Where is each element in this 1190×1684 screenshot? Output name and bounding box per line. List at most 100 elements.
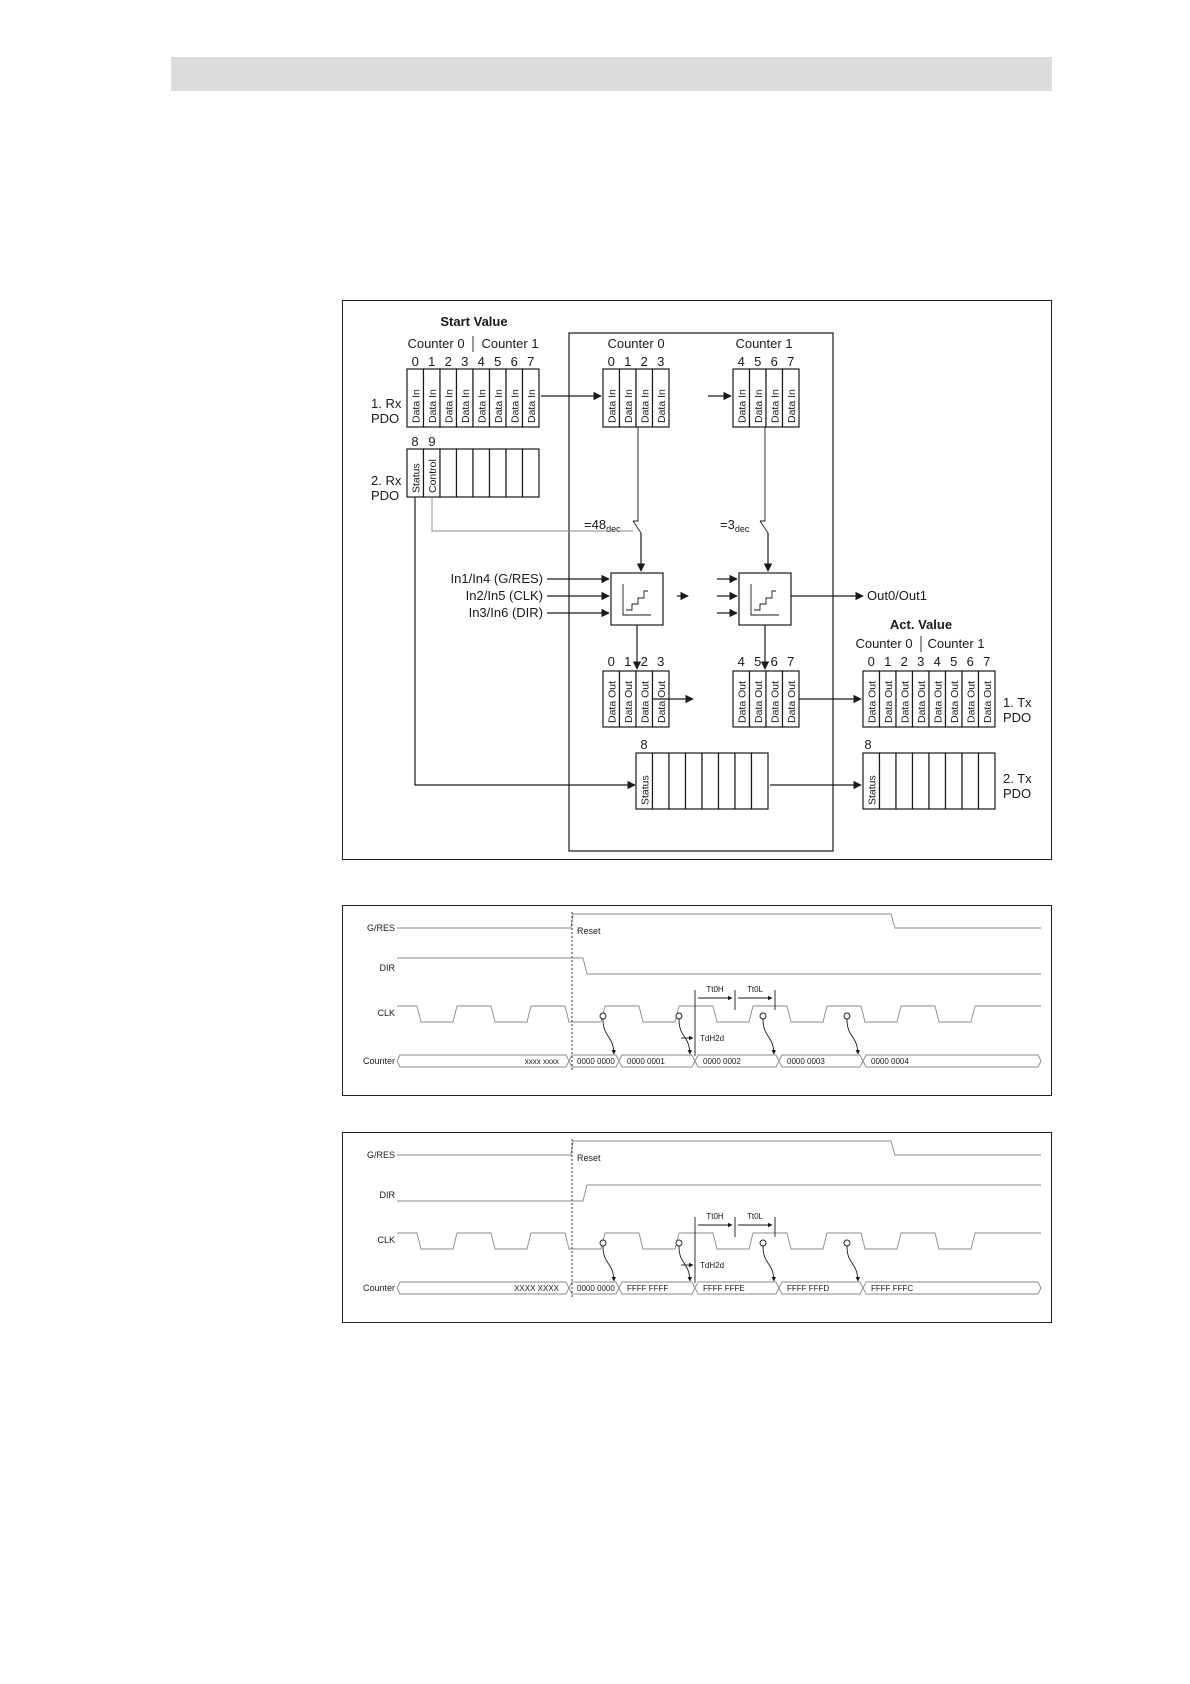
counter0-in-cell-label: Data In bbox=[606, 389, 618, 423]
input-dir-label: In3/In6 (DIR) bbox=[469, 605, 543, 620]
clk-sample-point bbox=[675, 1239, 683, 1247]
count-trigger-arrow bbox=[846, 1018, 861, 1055]
eq3-label: =3dec bbox=[720, 517, 750, 534]
tx-index: 4 bbox=[934, 654, 941, 669]
tx2-label-line2: PDO bbox=[1003, 786, 1031, 801]
status-mid-cell bbox=[684, 752, 703, 810]
clk-sample-point bbox=[599, 1239, 607, 1247]
tx2-cell bbox=[895, 752, 914, 810]
counter1-compare-switch bbox=[759, 520, 769, 534]
counter0-out-cell-label: Data Out bbox=[656, 681, 668, 723]
input-gres-label: In1/In4 (G/RES) bbox=[451, 571, 543, 586]
signal-label: G/RES bbox=[367, 923, 395, 933]
act-value-title: Act. Value bbox=[890, 617, 952, 632]
counter-segment bbox=[862, 1281, 1042, 1295]
t0l-label: Tt0L bbox=[747, 985, 764, 994]
counter0-in-cell bbox=[651, 368, 670, 428]
counter-segment bbox=[568, 1054, 620, 1068]
rx-index: 0 bbox=[412, 354, 419, 369]
tx2-label-line1: 2. Tx bbox=[1003, 771, 1032, 786]
rx2-label-line2: PDO bbox=[371, 488, 399, 503]
status-index-8: 8 bbox=[640, 737, 647, 752]
tdh-label: TdH2d bbox=[700, 1034, 724, 1043]
counter1-out-cell-label: Data Out bbox=[769, 681, 781, 723]
clk-sample-point bbox=[843, 1239, 851, 1247]
counter1-axes bbox=[750, 584, 779, 616]
counter1-block bbox=[738, 572, 792, 626]
count-trigger-arrow bbox=[762, 1018, 777, 1055]
signal-label: CLK bbox=[377, 1008, 395, 1018]
tx-counter1-label: Counter 1 bbox=[927, 636, 984, 651]
rx1-cell-label: Data In bbox=[493, 389, 505, 423]
counter-value: FFFF FFFF bbox=[627, 1284, 668, 1293]
counter0-out-cell-label: Data Out bbox=[639, 681, 651, 723]
status-mid-cell-label: Status bbox=[639, 775, 651, 805]
process-out1-index: 7 bbox=[787, 654, 794, 669]
tx1-cell-label: Data Out bbox=[932, 681, 944, 723]
gres-waveform bbox=[397, 913, 1041, 929]
counter1-out-cell-label: Data Out bbox=[736, 681, 748, 723]
counter-segment bbox=[396, 1054, 570, 1068]
process-in1-index: 4 bbox=[738, 354, 745, 369]
counter1-in-cell-label: Data In bbox=[786, 389, 798, 423]
clk-sample-point bbox=[843, 1012, 851, 1020]
counter0-data-out: Data Out Data Out Data Out Data Out bbox=[602, 670, 670, 728]
counter-segment bbox=[862, 1054, 1042, 1068]
counter1-in-cell-label: Data In bbox=[736, 389, 748, 423]
process-in1-index: 6 bbox=[771, 354, 778, 369]
counter-segment bbox=[396, 1281, 570, 1295]
rx-index: 7 bbox=[527, 354, 534, 369]
counter1-out-cell-label: Data Out bbox=[753, 681, 765, 723]
status-bytes: Status bbox=[635, 752, 769, 810]
process-out1-index: 6 bbox=[771, 654, 778, 669]
rx-counter0-label: Counter 0 bbox=[407, 336, 464, 351]
counter0-out-cell-label: Data Out bbox=[623, 681, 635, 723]
process-in0-index: 0 bbox=[608, 354, 615, 369]
process-in1-index: 7 bbox=[787, 354, 794, 369]
counter0-out-cell-label: Data Out bbox=[606, 681, 618, 723]
clk-waveform bbox=[397, 1232, 1041, 1250]
status-mid-cell bbox=[750, 752, 769, 810]
rx2-cell bbox=[521, 448, 540, 498]
count-trigger-arrow bbox=[762, 1245, 777, 1282]
tx2-cell bbox=[911, 752, 930, 810]
tx2-cell bbox=[878, 752, 897, 810]
rx1-cell-label: Data In bbox=[410, 389, 422, 423]
tx2-pdo-bytes: Status bbox=[862, 752, 996, 810]
tx1-cell-label: Data Out bbox=[982, 681, 994, 723]
rx1-label-line1: 1. Rx bbox=[371, 396, 402, 411]
rx2-cell bbox=[439, 448, 458, 498]
clk-sample-point bbox=[599, 1012, 607, 1020]
counter0-in-cell-label: Data In bbox=[656, 389, 668, 423]
counter1-in-cell-label: Data In bbox=[753, 389, 765, 423]
rx-index: 2 bbox=[445, 354, 452, 369]
status-mid-cell bbox=[701, 752, 720, 810]
counter0-in-cell-label: Data In bbox=[639, 389, 651, 423]
tx1-cell-label: Data Out bbox=[916, 681, 928, 723]
signal-label: Counter bbox=[363, 1056, 395, 1066]
rx-index: 4 bbox=[478, 354, 485, 369]
rx1-cell bbox=[521, 368, 540, 428]
tx1-cell bbox=[977, 670, 996, 728]
rx1-label-line2: PDO bbox=[371, 411, 399, 426]
counter1-staircase-icon bbox=[754, 590, 776, 611]
counter0-staircase-icon bbox=[626, 590, 648, 611]
tx-index: 5 bbox=[950, 654, 957, 669]
counter-segment bbox=[618, 1281, 696, 1295]
tx-counter0-label: Counter 0 bbox=[855, 636, 912, 651]
input-clk-label: In2/In5 (CLK) bbox=[466, 588, 543, 603]
rx-index: 1 bbox=[428, 354, 435, 369]
tx-index: 1 bbox=[884, 654, 891, 669]
process-out1-index: 5 bbox=[754, 654, 761, 669]
dir-waveform bbox=[397, 1184, 1041, 1202]
counter-value: FFFF FFFC bbox=[871, 1284, 913, 1293]
rx2-cell-label: Control bbox=[427, 459, 439, 493]
tx2-index-8: 8 bbox=[864, 737, 871, 752]
rx-index: 5 bbox=[494, 354, 501, 369]
